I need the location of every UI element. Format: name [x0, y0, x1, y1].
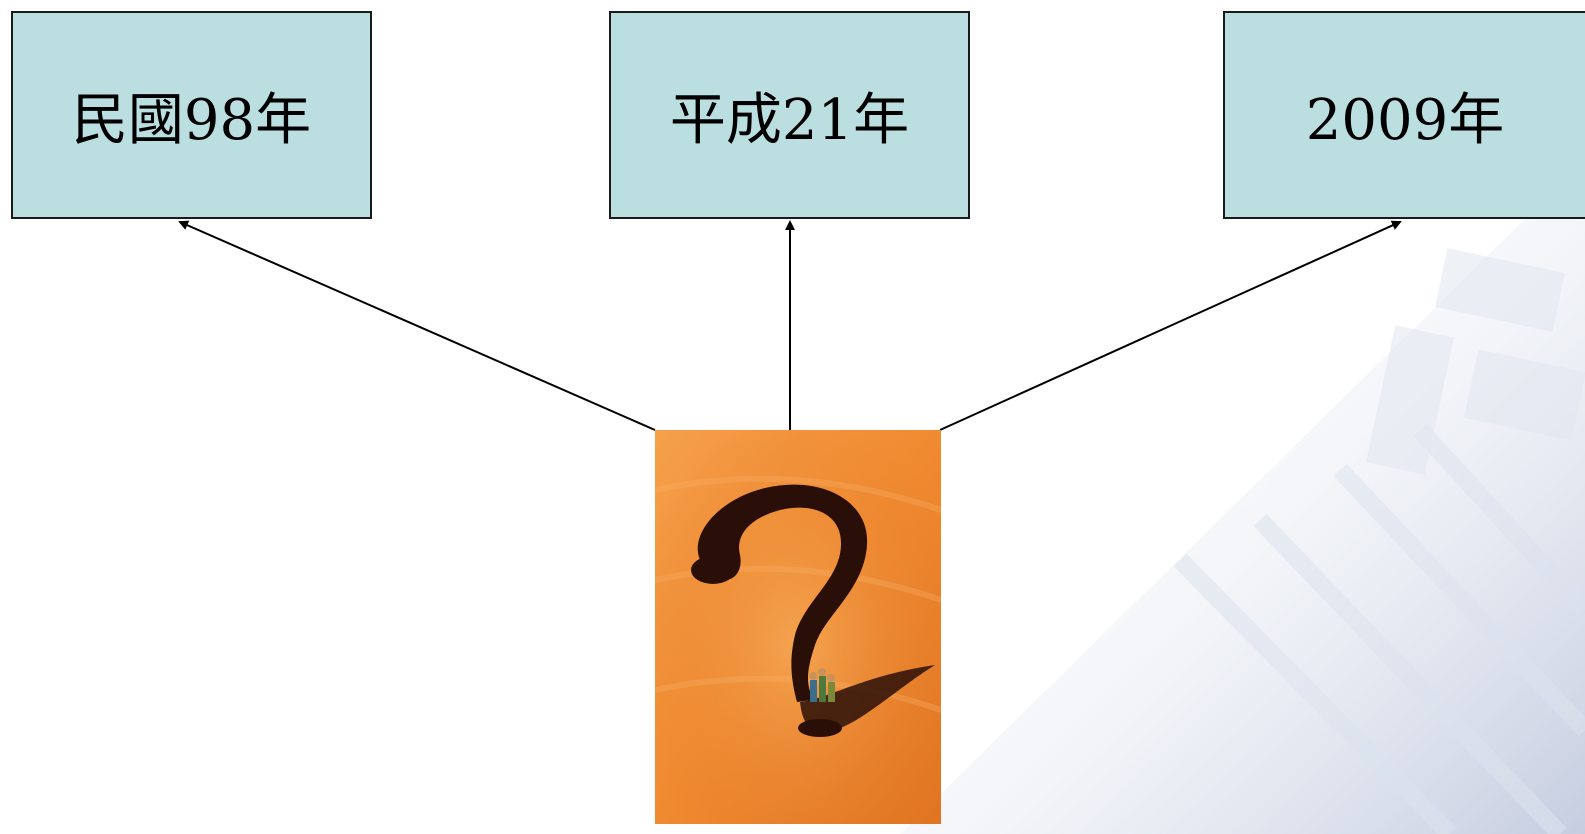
year-box-roc: 民國98年: [11, 11, 372, 219]
year-label-heisei: 平成21年: [669, 87, 910, 153]
question-mark-picture-icon: [655, 430, 941, 824]
year-label-ad: 2009年: [1305, 87, 1505, 153]
year-label-roc: 民國98年: [71, 87, 312, 153]
arrow-to-ad: [939, 220, 1402, 431]
arrow-to-roc: [178, 220, 656, 431]
year-box-heisei: 平成21年: [609, 11, 970, 219]
year-box-ad: 2009年: [1223, 11, 1585, 219]
